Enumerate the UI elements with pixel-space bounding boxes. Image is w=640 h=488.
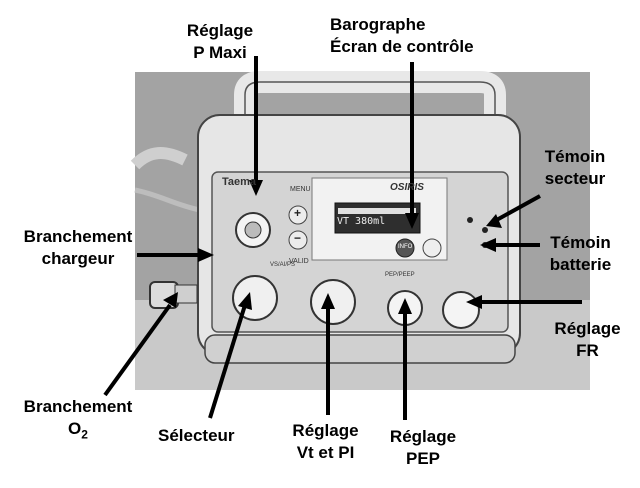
carry-handle-outline: [244, 81, 496, 150]
label-reglage-pep: Réglage PEP: [378, 426, 468, 470]
label-line: O2: [8, 418, 148, 445]
menu-text: MENU: [290, 186, 311, 193]
device-base: [204, 334, 516, 364]
label-branchement-chargeur: Branchement chargeur: [8, 226, 148, 270]
indicator-led: [467, 217, 473, 223]
label-reglage-pmaxi: Réglage P Maxi: [175, 20, 265, 64]
o2-fitting: [174, 284, 198, 304]
label-line: PEP: [405, 449, 441, 468]
tubing-cable: [134, 187, 201, 213]
label-branchement-o2: Branchement O2: [8, 396, 148, 445]
tubing-top: [130, 147, 188, 170]
vt-pi-knob[interactable]: [310, 279, 356, 325]
plus-text: +: [294, 206, 302, 220]
vaivs-text: VS/AI/PS: [270, 262, 296, 268]
fr-knob[interactable]: [442, 291, 480, 329]
lcd-bargraph: [338, 208, 416, 214]
label-selecteur: Sélecteur: [158, 426, 235, 445]
plus-button[interactable]: [288, 205, 308, 225]
pep-caption-text: PEP/PEEP: [385, 272, 415, 278]
pmaxi-knob-center: [244, 221, 262, 239]
info-text: INFO: [398, 244, 413, 250]
label-barographe: Barographe Écran de contrôle: [330, 14, 474, 58]
label-line: Témoin: [544, 147, 606, 166]
arrow-heads: [163, 180, 502, 314]
label-reglage-fr: Réglage FR: [540, 318, 635, 362]
label-line: Réglage: [186, 21, 254, 40]
label-line: Réglage: [292, 421, 359, 440]
o2-subscript: 2: [81, 427, 88, 442]
info-button[interactable]: [395, 238, 415, 258]
secteur-led: [482, 227, 488, 233]
minus-button[interactable]: [288, 230, 308, 250]
label-line: Écran de contrôle: [330, 37, 474, 56]
pointer-arrows: [103, 56, 582, 420]
screen-text: VT 380ml: [337, 216, 386, 227]
label-line: Vt et PI: [296, 443, 355, 462]
label-temoin-secteur: Témoin secteur: [530, 146, 620, 190]
label-line: P Maxi: [193, 43, 247, 62]
model-text: OSIRIS: [390, 182, 424, 193]
o2-symbol: O: [68, 419, 82, 438]
valid-text: VALID: [289, 258, 309, 265]
label-line: Réglage: [554, 319, 621, 338]
label-reglage-vt-pi: Réglage Vt et PI: [278, 420, 373, 464]
label-line: Branchement: [23, 397, 133, 416]
alarm-button[interactable]: [422, 238, 442, 258]
label-line: chargeur: [41, 249, 115, 268]
minus-text: −: [294, 231, 302, 245]
selector-knob[interactable]: [232, 275, 278, 321]
label-temoin-batterie: Témoin batterie: [533, 232, 628, 276]
label-line: secteur: [544, 169, 606, 188]
label-line: Barographe: [330, 15, 426, 34]
label-line: Branchement: [23, 227, 133, 246]
label-line: batterie: [549, 255, 612, 274]
label-line: Réglage: [389, 427, 457, 446]
label-line: FR: [576, 341, 599, 360]
label-line: Témoin: [550, 233, 611, 252]
brand-text: Taema: [222, 176, 257, 188]
